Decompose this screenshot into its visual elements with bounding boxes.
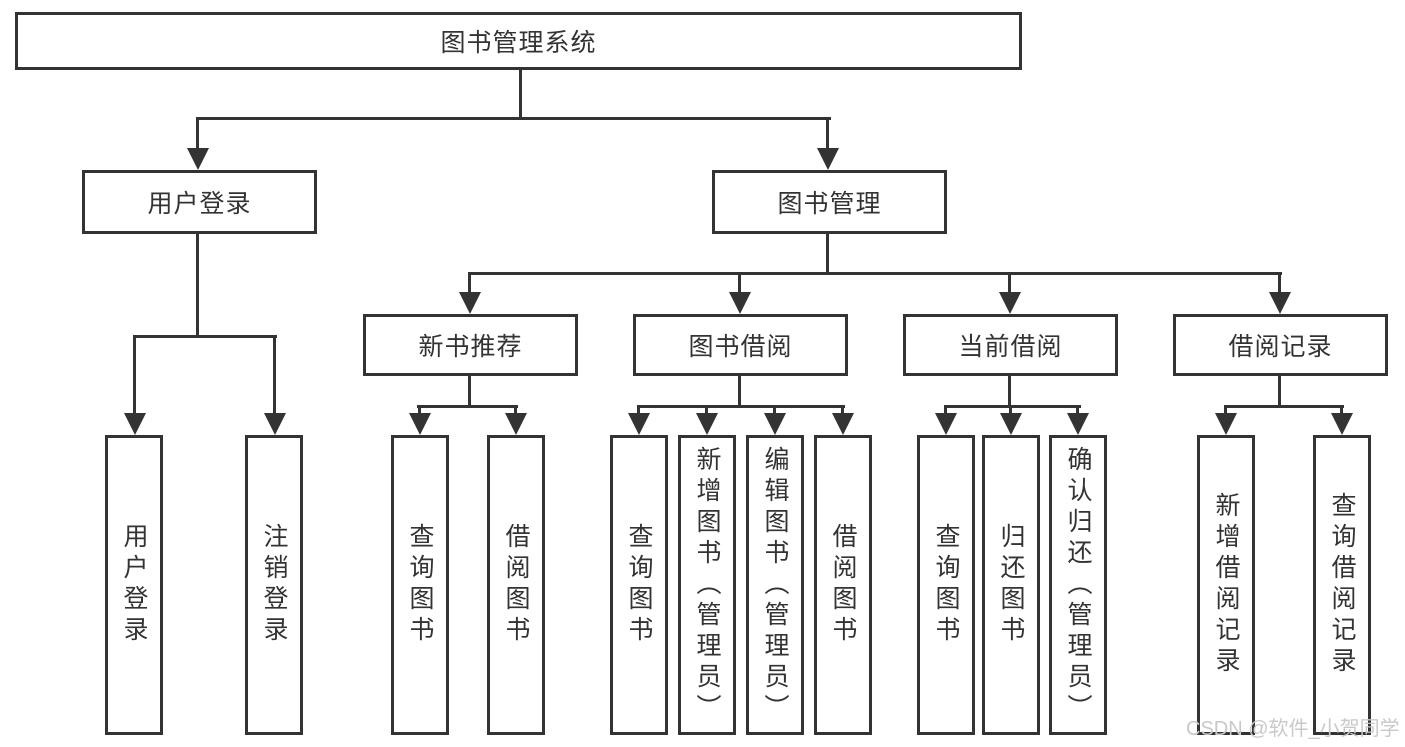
leaf-query-books-recommend: 查询图书: [391, 435, 449, 735]
connector-user-login-rail: [133, 335, 277, 338]
connector-to-leaf-logout: [273, 335, 276, 415]
connector-leaf-stem: [418, 405, 421, 415]
leaf-query-books-current: 查询图书: [917, 435, 975, 735]
leaf-query-books-borrowing: 查询图书: [610, 435, 668, 735]
watermark-csdn: CSDN @软件_小贺同学: [1186, 718, 1400, 740]
node-user-login: 用户登录: [82, 170, 317, 234]
arrowhead-leaf: [1000, 413, 1022, 435]
arrowhead-leaf: [505, 413, 527, 435]
leaf-borrow-books: 借阅图书: [814, 435, 872, 735]
leaf-return-books: 归还图书: [982, 435, 1040, 735]
arrowhead-leaf: [628, 413, 650, 435]
connector-leaf-stem: [1340, 405, 1343, 415]
node-new-book-recommend: 新书推荐: [363, 314, 578, 376]
node-book-management: 图书管理: [712, 170, 947, 234]
arrowhead-book-borrowing: [729, 292, 751, 314]
connector-leaf-stem: [773, 405, 776, 415]
node-book-borrowing: 图书借阅: [633, 314, 848, 376]
leaf-add-borrow-record: 新增借阅记录: [1197, 435, 1255, 735]
connector-leaf-stem: [637, 405, 640, 415]
leaf-borrow-books-recommend: 借阅图书: [487, 435, 545, 735]
arrowhead-new-book-recommend: [459, 292, 481, 314]
connector-current-rail: [944, 405, 1081, 408]
connector-recommend-stub: [468, 376, 471, 408]
connector-level3-rail: [468, 272, 1282, 275]
connector-leaf-stem: [841, 405, 844, 415]
arrowhead-book-management: [817, 148, 839, 170]
arrowhead-leaf-user-login: [124, 413, 146, 435]
arrowhead-leaf-logout: [264, 413, 286, 435]
connector-current-stub: [1008, 376, 1011, 408]
leaf-user-login: 用户登录: [105, 435, 163, 735]
connector-to-new-book-recommend: [468, 272, 471, 296]
arrowhead-leaf: [1067, 413, 1089, 435]
connector-leaf-stem: [1076, 405, 1079, 415]
arrowhead-leaf: [1215, 413, 1237, 435]
connector-book-management-stub: [826, 234, 829, 275]
connector-borrowing-stub: [738, 376, 741, 408]
connector-root-stub: [519, 70, 522, 120]
connector-records-rail: [1224, 405, 1344, 408]
connector-to-leaf-user-login: [133, 335, 136, 415]
connector-to-borrow-records: [1278, 272, 1281, 296]
connector-level2-rail: [196, 117, 831, 120]
node-root-library-system: 图书管理系统: [15, 12, 1022, 70]
leaf-add-books-admin: 新增图书（管理员）: [678, 435, 736, 735]
arrowhead-leaf: [764, 413, 786, 435]
arrowhead-leaf: [832, 413, 854, 435]
connector-leaf-stem: [944, 405, 947, 415]
connector-to-book-management: [826, 117, 829, 150]
leaf-confirm-return-admin: 确认归还（管理员）: [1049, 435, 1107, 735]
node-borrow-records: 借阅记录: [1173, 314, 1388, 376]
arrowhead-leaf: [696, 413, 718, 435]
connector-recommend-rail: [417, 405, 518, 408]
connector-leaf-stem: [1224, 405, 1227, 415]
connector-user-login-stub: [196, 234, 199, 338]
connector-records-stub: [1278, 376, 1281, 408]
arrowhead-user-login: [187, 148, 209, 170]
connector-to-book-borrowing: [738, 272, 741, 296]
connector-borrowing-rail: [637, 405, 845, 408]
connector-leaf-stem: [1009, 405, 1012, 415]
connector-leaf-stem: [705, 405, 708, 415]
connector-to-user-login: [196, 117, 199, 150]
leaf-logout: 注销登录: [245, 435, 303, 735]
leaf-query-borrow-record: 查询借阅记录: [1313, 435, 1371, 735]
arrowhead-leaf: [935, 413, 957, 435]
leaf-edit-books-admin: 编辑图书（管理员）: [746, 435, 804, 735]
connector-to-current-borrowing: [1008, 272, 1011, 296]
node-current-borrowing: 当前借阅: [903, 314, 1118, 376]
connector-leaf-stem: [514, 405, 517, 415]
arrowhead-leaf: [1331, 413, 1353, 435]
arrowhead-leaf: [409, 413, 431, 435]
arrowhead-current-borrowing: [999, 292, 1021, 314]
arrowhead-borrow-records: [1269, 292, 1291, 314]
